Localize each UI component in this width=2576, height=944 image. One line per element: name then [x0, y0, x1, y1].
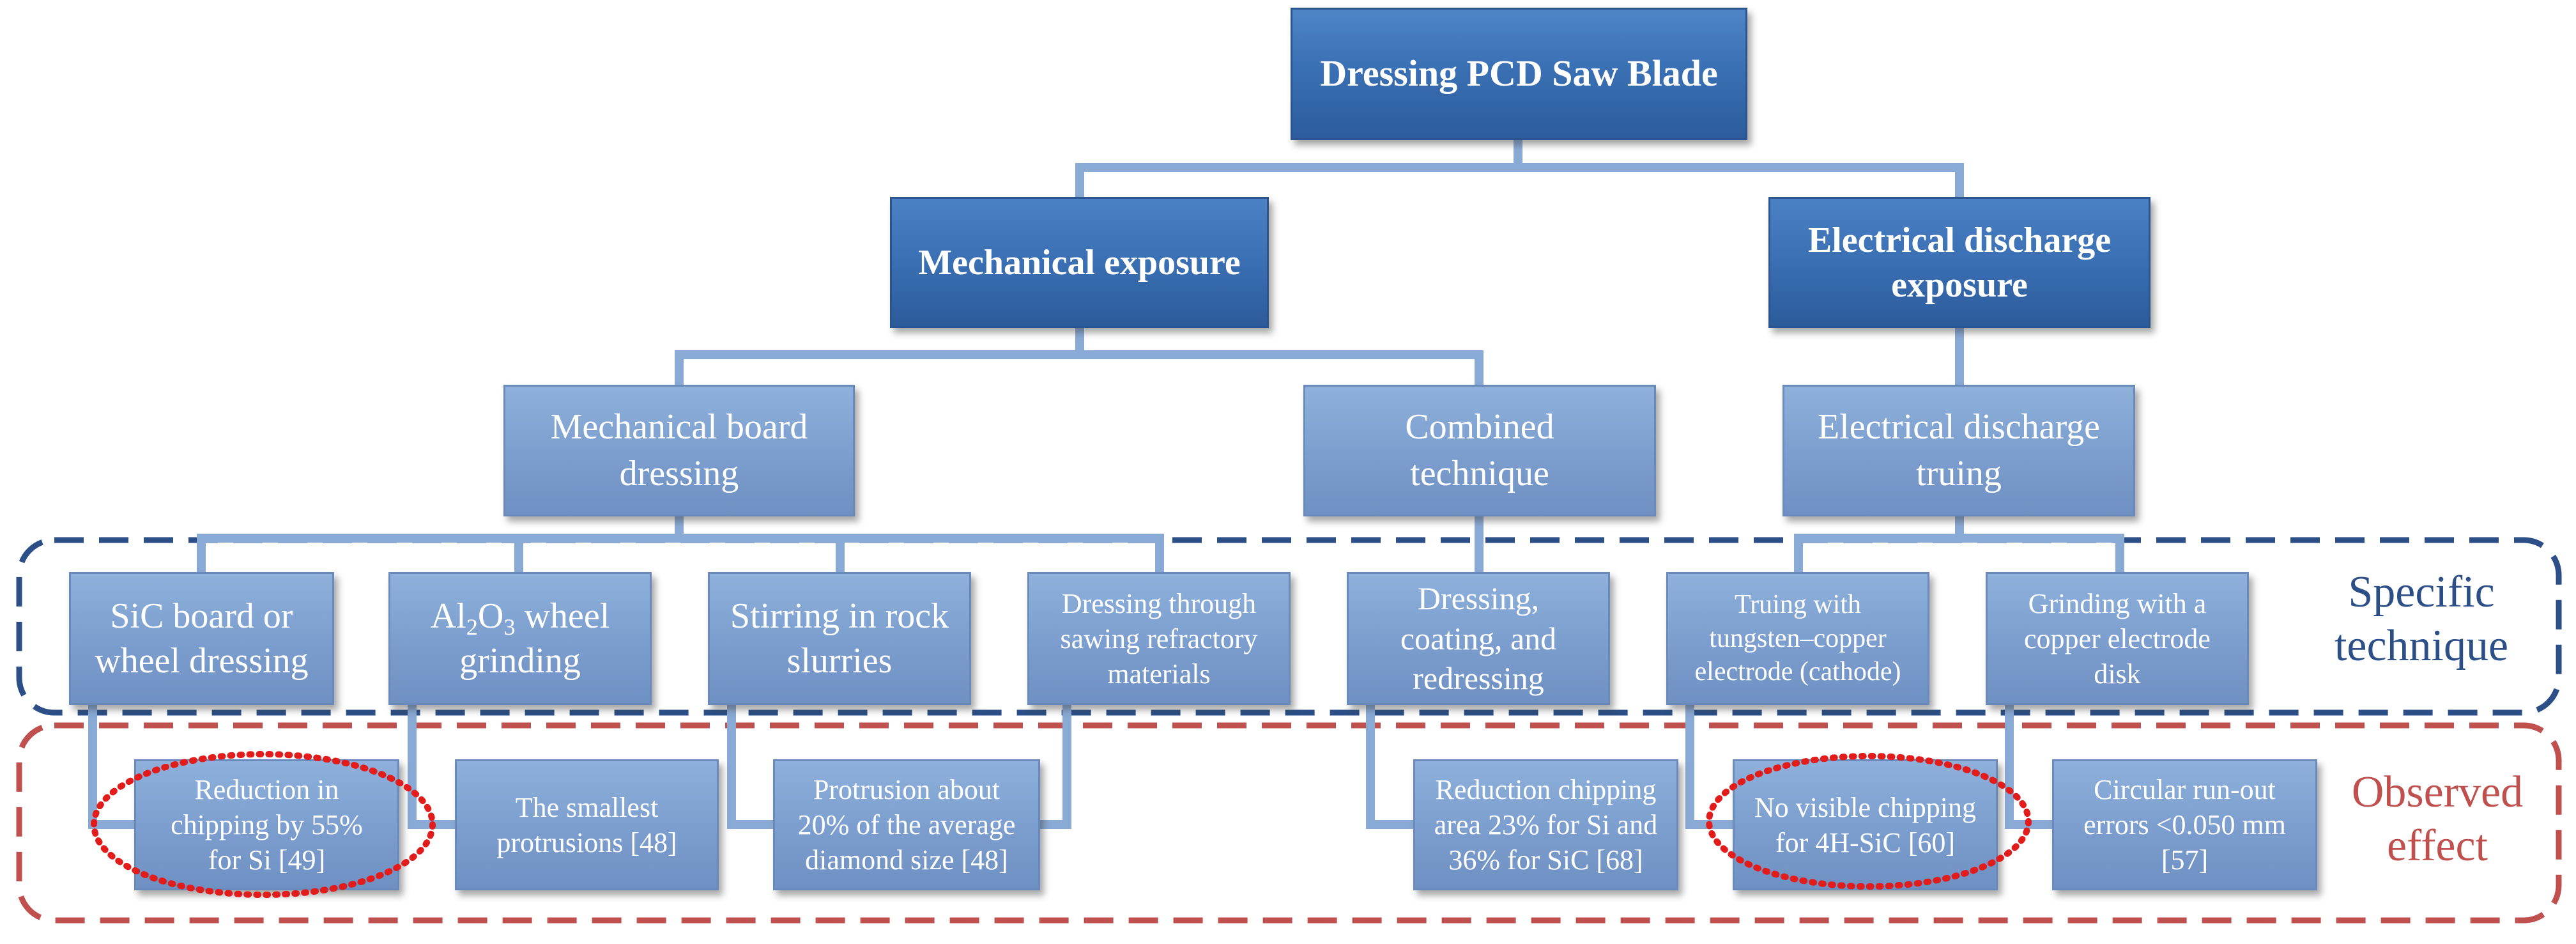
technique-sic-board-label: SiC board or wheel dressing [95, 596, 309, 681]
technique-sic-board: SiC board or wheel dressing [69, 572, 334, 705]
effect-smallest-protrusions-label: The smallest protrusions [48] [496, 791, 677, 858]
effect-chipping-55-label: Reduction in chipping by 55% for Si [49] [171, 774, 363, 876]
technique-al2o3-label: Al2O3 wheel grinding [431, 594, 610, 683]
connector-lines [88, 136, 2124, 829]
specific-technique-frame [16, 537, 2562, 716]
effect-no-visible-chipping-label: No visible chipping for 4H-SiC [60] [1754, 791, 1977, 858]
effect-chipping-area-label: Reduction chipping area 23% for Si and 3… [1434, 774, 1658, 876]
mechanical-board-dressing-node: Mechanical board dressing [503, 385, 855, 516]
electrical-exposure-label: Electrical discharge exposure [1807, 220, 2112, 305]
highlight-ellipse-chipping-55 [91, 751, 436, 898]
technique-copper-disk: Grinding with a copper electrode disk [1986, 572, 2249, 705]
technique-stirring: Stirring in rock slurries [708, 572, 971, 705]
technique-tungsten-label: Truing with tungsten–copper electrode (c… [1694, 590, 1901, 687]
observed-effect-frame [16, 722, 2562, 924]
technique-stirring-label: Stirring in rock slurries [730, 596, 949, 681]
electrical-truing-label: Electrical discharge truing [1817, 407, 2101, 493]
electrical-truing-node: Electrical discharge truing [1782, 385, 2135, 516]
combined-technique-node: Combined technique [1303, 385, 1656, 516]
technique-coating: Dressing, coating, and redressing [1347, 572, 1610, 705]
al2o3-suffix: wheel [515, 596, 610, 636]
effect-protrusion-20-label: Protrusion about 20% of the average diam… [797, 774, 1016, 876]
al2o3-prefix: Al [430, 596, 466, 636]
root-node: Dressing PCD Saw Blade [1291, 8, 1747, 140]
effect-smallest-protrusions: The smallest protrusions [48] [455, 759, 719, 890]
technique-copper-disk-label: Grinding with a copper electrode disk [2024, 587, 2211, 690]
technique-tungsten: Truing with tungsten–copper electrode (c… [1666, 572, 1929, 705]
mechanical-exposure-label: Mechanical exposure [918, 242, 1241, 282]
al2o3-mid: O [477, 596, 504, 636]
al2o3-sub2: 3 [503, 614, 516, 640]
technique-refractory: Dressing through sawing refractory mater… [1027, 572, 1291, 705]
electrical-exposure-node: Electrical discharge exposure [1768, 197, 2150, 328]
highlight-ellipse-no-visible-chipping [1706, 753, 2032, 890]
observed-effect-label: Observed effect [2351, 768, 2524, 870]
combined-technique-label: Combined technique [1405, 407, 1554, 493]
technique-refractory-label: Dressing through sawing refractory mater… [1060, 587, 1258, 690]
technique-al2o3-wheel: Al2O3 wheel grinding [388, 572, 652, 705]
specific-technique-label: Specific technique [2334, 568, 2509, 670]
effect-no-visible-chipping: No visible chipping for 4H-SiC [60] [1733, 759, 1998, 890]
al2o3-sub1: 2 [466, 614, 478, 640]
root-label: Dressing PCD Saw Blade [1320, 52, 1718, 95]
effect-chipping-area: Reduction chipping area 23% for Si and 3… [1413, 759, 1678, 890]
mechanical-exposure-node: Mechanical exposure [890, 197, 1269, 328]
effect-protrusion-20: Protrusion about 20% of the average diam… [773, 759, 1040, 890]
effect-chipping-55: Reduction in chipping by 55% for Si [49] [134, 759, 399, 890]
effect-run-out-errors: Circular run-out errors <0.050 mm [57] [2052, 759, 2317, 890]
mechanical-board-dressing-label: Mechanical board dressing [550, 407, 808, 493]
technique-coating-label: Dressing, coating, and redressing [1400, 580, 1557, 697]
effect-run-out-errors-label: Circular run-out errors <0.050 mm [57] [2083, 774, 2286, 876]
al2o3-line2: grinding [459, 641, 581, 681]
